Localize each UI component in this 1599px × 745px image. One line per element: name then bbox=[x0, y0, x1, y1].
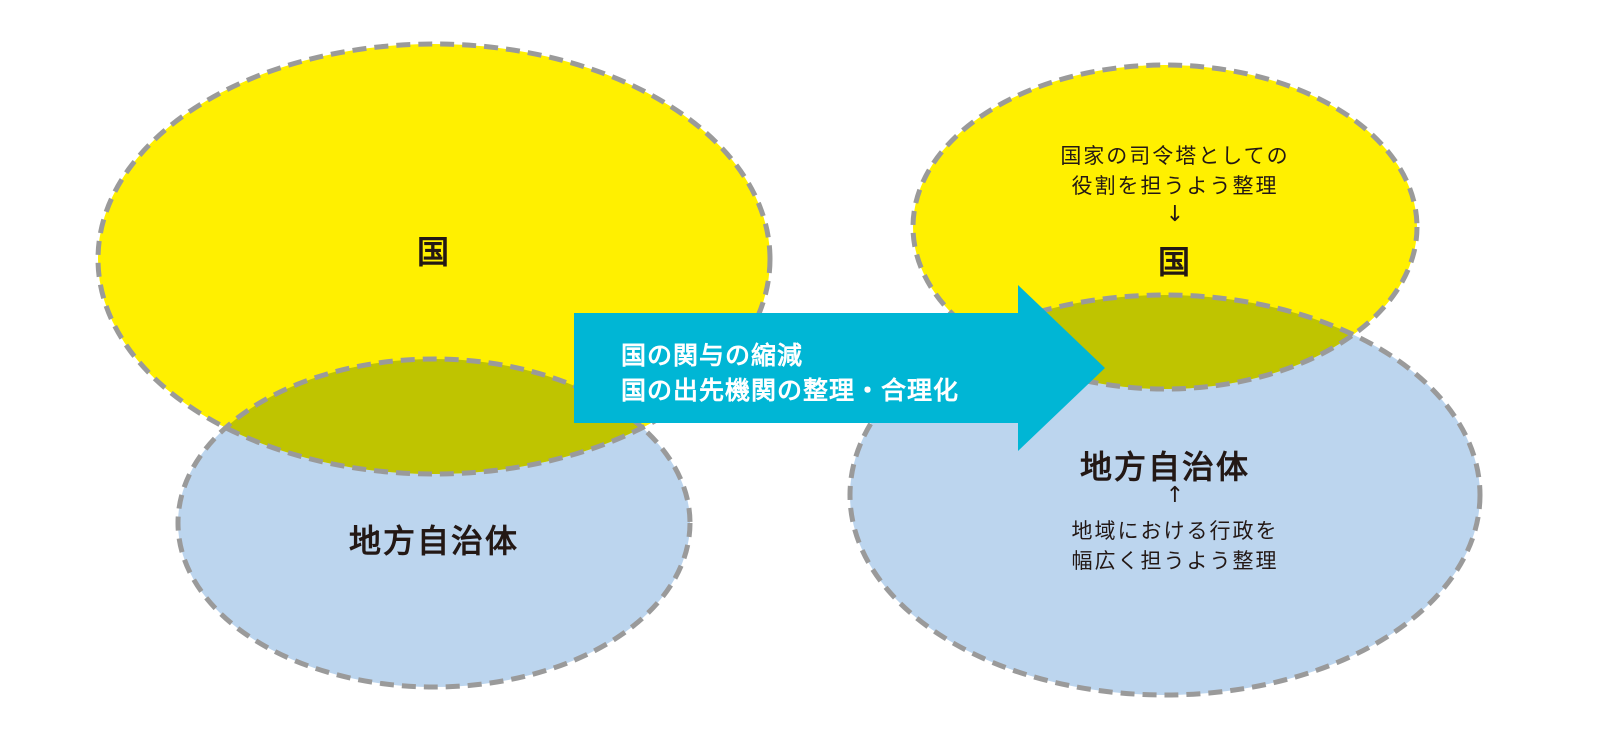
arrow-text-line1: 国の関与の縮減 bbox=[621, 341, 804, 370]
after-local-border bbox=[847, 292, 1483, 698]
before-national-border bbox=[95, 41, 773, 477]
after-local-note: 地域における行政を 幅広く担うよう整理 bbox=[1025, 516, 1325, 576]
after-national-label: 国 bbox=[1157, 243, 1192, 281]
after-local-note-line1: 地域における行政を bbox=[1071, 519, 1279, 543]
after-national-note: 国家の司令塔としての 役割を担うよう整理 bbox=[1025, 141, 1325, 201]
after-national-border bbox=[910, 62, 1420, 392]
before-local-border bbox=[175, 356, 693, 690]
after-national-note-line2: 役割を担うよう整理 bbox=[1071, 174, 1279, 198]
after-local-label: 地方自治体 bbox=[1079, 448, 1250, 486]
arrow-text-line2: 国の出先機関の整理・合理化 bbox=[621, 376, 960, 405]
before-local-label: 地方自治体 bbox=[348, 522, 519, 560]
transition-arrow bbox=[574, 285, 1105, 451]
after-national-note-line1: 国家の司令塔としての bbox=[1060, 144, 1290, 168]
before-overlap-region bbox=[178, 359, 690, 474]
before-national-label: 国 bbox=[416, 233, 451, 271]
after-local-note-line2: 幅広く担うよう整理 bbox=[1071, 549, 1279, 573]
arrow-text: 国の関与の縮減 国の出先機関の整理・合理化 bbox=[621, 338, 959, 408]
up-arrow-icon: ↑ bbox=[1165, 483, 1185, 508]
down-arrow-icon: ↓ bbox=[1165, 202, 1185, 227]
